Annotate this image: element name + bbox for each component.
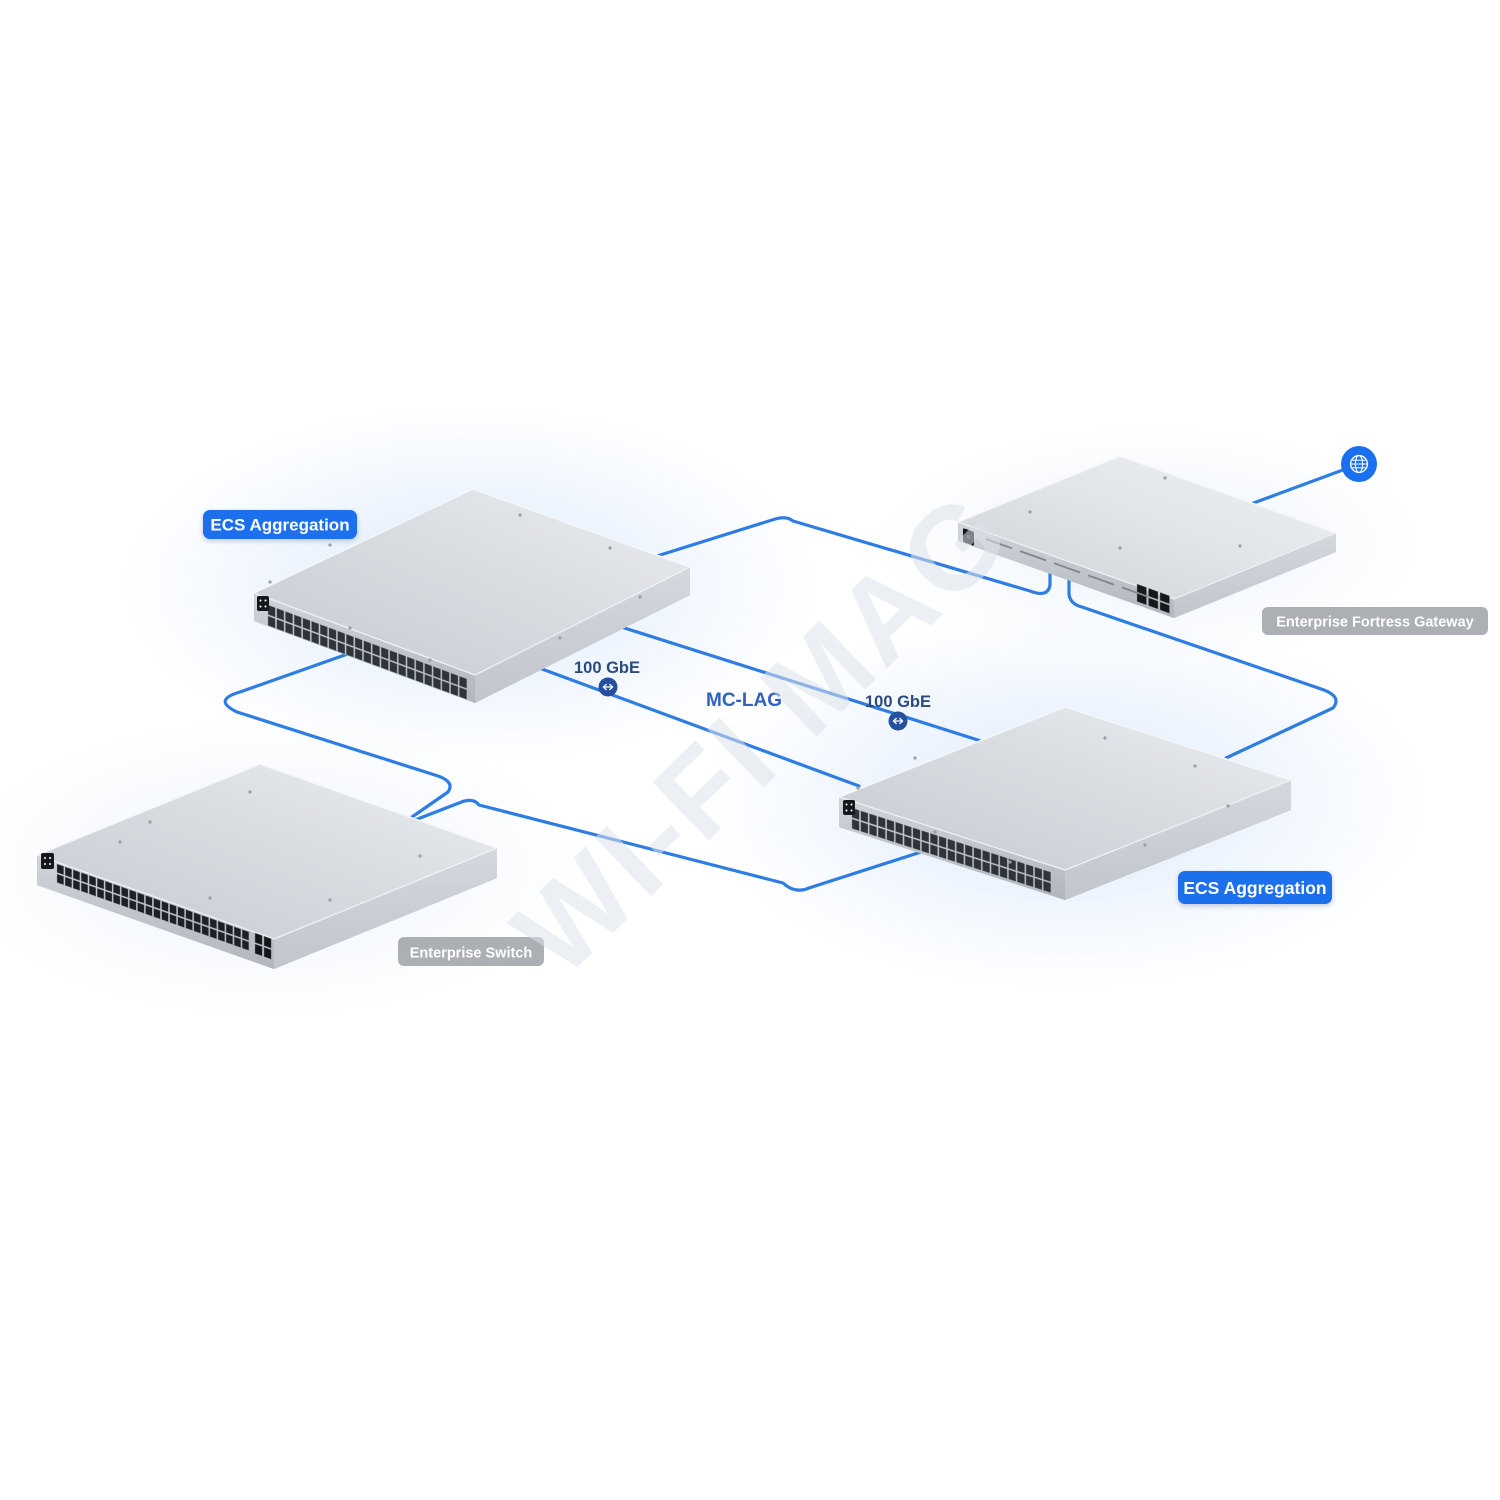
sticker-dot <box>845 803 848 806</box>
screw-dots <box>856 736 1230 864</box>
sticker-dot <box>49 857 51 859</box>
link-enterprise-switch-to-ecs-bottom <box>413 798 954 892</box>
sfp-port-block <box>254 932 272 960</box>
connection-lines <box>223 462 1361 892</box>
ecs-aggregation-top-badge: ECS Aggregation <box>203 510 357 539</box>
bidirectional-arrow-icon <box>892 717 904 725</box>
sticker-dot <box>49 863 51 865</box>
sticker-dot <box>44 863 46 865</box>
edge-lip <box>36 847 498 940</box>
edge-lip <box>957 521 1337 600</box>
top-face <box>958 456 1336 599</box>
edge-lip <box>838 779 1292 871</box>
link-speed-right: 100 GbE <box>865 693 931 731</box>
link-speed-left-label: 100 GbE <box>574 659 640 677</box>
link-gateway-to-ecs-bottom <box>1067 572 1338 760</box>
link-speed-right-label: 100 GbE <box>865 693 931 711</box>
power-inlet <box>963 528 974 546</box>
link-mclag-lower <box>521 660 861 788</box>
sticker-dot <box>850 803 853 806</box>
sticker-dot <box>259 599 262 602</box>
screw-dots <box>118 790 422 902</box>
model-sticker <box>257 596 269 611</box>
top-face <box>254 489 690 675</box>
top-face <box>839 707 1291 870</box>
mc-lag-label: MC-LAG <box>706 690 782 711</box>
device-ecs-aggregation-bottom <box>838 706 1292 900</box>
rj45-port-array <box>56 863 250 951</box>
sticker-dot <box>44 857 46 859</box>
device-enterprise-switch <box>36 763 498 969</box>
sticker-dot <box>259 605 262 608</box>
screw-dots <box>268 513 642 662</box>
ecs-aggregation-top-badge-label: ECS Aggregation <box>210 516 349 535</box>
edge-highlight <box>838 706 1292 798</box>
gateway-pill: Enterprise Fortress Gateway <box>1262 607 1488 635</box>
sticker-dot <box>264 605 267 608</box>
screw-dots <box>1028 476 1242 550</box>
sticker-dot <box>845 809 848 812</box>
link-ecs-top-to-enterprise-switch <box>223 648 452 819</box>
link-speed-left: 100 GbE <box>574 659 640 697</box>
link-gateway-to-internet <box>1238 462 1361 510</box>
device-ecs-aggregation-top <box>253 488 691 703</box>
rj45-port-block <box>1136 583 1170 614</box>
enterprise-switch-pill-label: Enterprise Switch <box>410 946 532 962</box>
model-sticker <box>41 853 54 869</box>
front-right-face <box>1174 533 1336 618</box>
device-enterprise-fortress-gateway <box>957 455 1337 618</box>
speed-badge <box>888 711 908 731</box>
bidirectional-arrow-icon <box>602 683 614 691</box>
enterprise-switch-pill: Enterprise Switch <box>398 937 544 966</box>
speed-badge <box>598 677 618 697</box>
ecs-aggregation-bottom-badge-label: ECS Aggregation <box>1183 878 1326 898</box>
link-ecs-top-to-gateway <box>655 516 1052 596</box>
ecs-aggregation-bottom-badge: ECS Aggregation <box>1178 871 1332 904</box>
front-right-face <box>274 848 497 969</box>
sticker-dot <box>850 809 853 812</box>
edge-lip <box>253 566 691 676</box>
globe-icon <box>1349 454 1369 474</box>
sticker-dot <box>264 599 267 602</box>
front-left-face <box>958 522 1174 618</box>
model-sticker <box>843 800 855 815</box>
edge-highlight <box>957 455 1337 534</box>
gateway-pill-label: Enterprise Fortress Gateway <box>1276 615 1473 631</box>
sfp-port-array <box>267 604 467 700</box>
front-right-face <box>475 567 690 703</box>
edge-highlight <box>36 763 498 856</box>
front-right-face <box>1065 780 1291 900</box>
vent-slits <box>985 538 1149 598</box>
link-mclag-upper <box>613 623 983 743</box>
edge-highlight <box>253 488 691 594</box>
internet-globe <box>1341 446 1377 482</box>
